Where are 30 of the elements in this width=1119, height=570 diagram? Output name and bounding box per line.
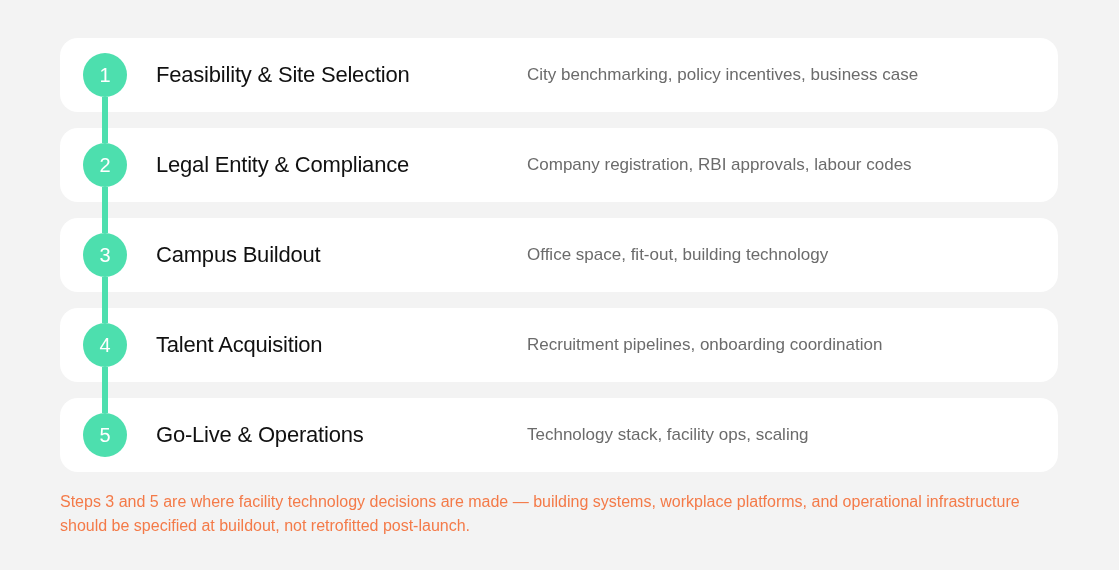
step-number: 3 (99, 244, 111, 266)
step-circle (83, 233, 127, 277)
step-card (60, 38, 1058, 112)
step-description: City benchmarking, policy incentives, business case (527, 65, 919, 85)
caption-text: Steps 3 and 5 are where facility technology decisions are made — building systems, workplace platforms, and operational infrastructure should be specified at buildout, not retrofitted post-launch. (60, 492, 1021, 536)
step-card (60, 218, 1058, 292)
step-title: Feasibility & Site Selection (156, 62, 410, 88)
step-circle (83, 53, 127, 97)
step-card (60, 398, 1058, 472)
step-circle (83, 143, 127, 187)
step-title: Campus Buildout (156, 242, 321, 268)
connector-line (102, 367, 108, 413)
step-title: Talent Acquisition (156, 332, 323, 358)
connector-line (102, 97, 108, 143)
step-number: 2 (99, 154, 111, 176)
step-card (60, 128, 1058, 202)
step-title: Go-Live & Operations (156, 422, 364, 448)
step-number: 5 (99, 424, 111, 446)
step-description: Company registration, RBI approvals, labour codes (527, 155, 912, 175)
step-title: Legal Entity & Compliance (156, 152, 410, 178)
step-number: 4 (99, 334, 111, 356)
step-card (60, 308, 1058, 382)
step-description: Office space, fit-out, building technology (527, 245, 829, 265)
connector-line (102, 187, 108, 233)
step-description: Technology stack, facility ops, scaling (527, 425, 809, 445)
connector-line (102, 277, 108, 323)
step-number: 1 (99, 64, 111, 86)
step-circle (83, 413, 127, 457)
step-circle (83, 323, 127, 367)
step-description: Recruitment pipelines, onboarding coordination (527, 335, 883, 355)
